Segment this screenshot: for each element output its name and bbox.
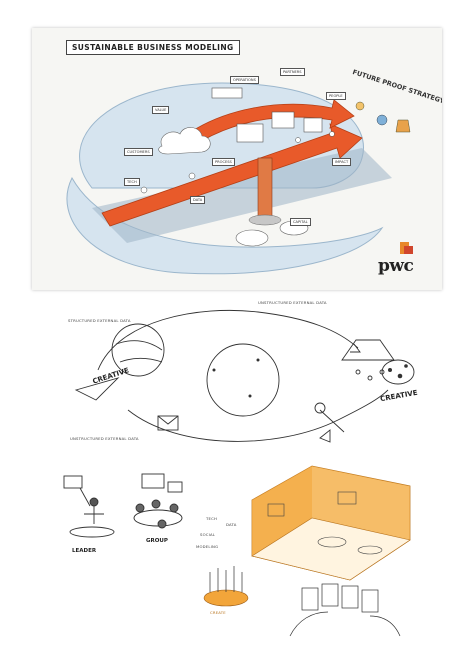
panel-title: SUSTAINABLE BUSINESS MODELING — [66, 40, 240, 55]
tag-operations: OPERATIONS — [230, 76, 259, 84]
tech-label: TECH — [206, 516, 218, 521]
tag-process: PROCESS — [212, 158, 235, 166]
tag-value: VALUE — [152, 106, 170, 114]
social-label: SOCIAL — [200, 532, 216, 537]
leader-label: LEADER — [72, 548, 97, 554]
create-label: CREATE — [210, 610, 226, 615]
pwc-logo: pwc — [378, 256, 414, 276]
tag-customers: CUSTOMERS — [124, 148, 153, 156]
tag-capital: CAPITAL — [290, 218, 311, 226]
tag-people: PEOPLE — [326, 92, 346, 100]
data-label: DATA — [226, 522, 237, 527]
tag-tech: TECH — [124, 178, 140, 186]
modeling-label: MODELING — [196, 544, 219, 549]
tag-impact: IMPACT — [332, 158, 352, 166]
unstructured-data-bottom-label: UNSTRUCTURED EXTERNAL DATA — [70, 436, 139, 441]
business-model-illustration: SUSTAINABLE BUSINESS MODELING FUTURE PRO… — [32, 28, 442, 290]
tag-data: DATA — [190, 196, 206, 204]
workshop-drawing — [63, 465, 411, 637]
tag-partners: PARTNERS — [280, 68, 305, 76]
group-label: GROUP — [146, 538, 168, 544]
data-flow-drawing — [74, 309, 415, 443]
unstructured-data-top-label: UNSTRUCTURED EXTERNAL DATA — [258, 300, 327, 305]
workshop-sketches: LEADER GROUP CREATE TECH DATA SOCIAL MOD… — [50, 460, 430, 650]
data-flow-sketch: STRUCTURED EXTERNAL DATA UNSTRUCTURED EX… — [58, 300, 426, 450]
structured-data-label: STRUCTURED EXTERNAL DATA — [68, 318, 131, 323]
business-model-drawing — [66, 82, 413, 275]
